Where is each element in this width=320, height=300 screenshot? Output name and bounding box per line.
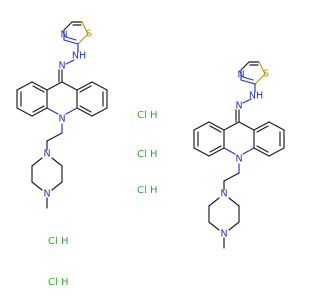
- hydrazine-nitrogen: NH: [249, 91, 263, 102]
- bond: [91, 81, 108, 91]
- bond: [63, 39, 79, 45]
- nitrogen-atom: N: [60, 30, 67, 41]
- bond: [242, 98, 252, 104]
- imine-nitrogen: N: [58, 61, 65, 72]
- bond: [61, 81, 78, 91]
- bond: [79, 85, 92, 93]
- bond: [65, 59, 75, 65]
- bond: [238, 121, 255, 131]
- bond: [240, 61, 250, 71]
- bond: [91, 107, 108, 117]
- bond: [228, 197, 240, 207]
- hydrazine-nitrogen: NH: [72, 51, 86, 62]
- bond: [77, 33, 89, 45]
- piperazine-ring-right: [208, 197, 240, 249]
- sulfur-atom: S: [263, 69, 269, 80]
- bond: [46, 132, 63, 142]
- bond: [46, 107, 59, 115]
- bond: [254, 73, 266, 85]
- bond: [268, 121, 285, 131]
- piperazine-ring-left: [31, 157, 63, 209]
- bond: [76, 81, 93, 91]
- bond: [32, 105, 45, 113]
- bond: [268, 147, 285, 157]
- sulfur-atom: S: [86, 29, 92, 40]
- bond: [193, 147, 210, 157]
- acridine-core-right: [193, 121, 285, 157]
- piperazine-nitrogen: N: [43, 149, 50, 160]
- acridine-nitrogen: N: [235, 154, 242, 165]
- bond: [31, 81, 48, 91]
- bond: [16, 81, 33, 91]
- piperazine-nitrogen: N: [43, 189, 50, 200]
- acridine-core-left: [16, 81, 108, 117]
- bond: [256, 145, 269, 153]
- bond: [223, 121, 240, 131]
- bond: [253, 147, 270, 157]
- bond: [209, 125, 222, 133]
- molecule-right: [193, 61, 285, 249]
- bond: [223, 147, 236, 155]
- bond: [63, 21, 73, 31]
- bond: [51, 157, 63, 167]
- bond: [228, 221, 240, 231]
- hcl-salt-4: Cl H: [48, 236, 68, 247]
- bond: [240, 79, 256, 85]
- bond: [16, 107, 33, 117]
- bond: [193, 121, 210, 131]
- bond: [76, 107, 93, 117]
- hcl-salt-5: Cl H: [48, 277, 68, 288]
- bond: [65, 36, 77, 41]
- thiazole-ring-left: [63, 21, 89, 45]
- acridine-nitrogen: N: [58, 114, 65, 125]
- molecule-left: [16, 21, 108, 209]
- bond: [31, 107, 48, 117]
- bond: [258, 61, 266, 75]
- hcl-salt-3: Cl H: [137, 185, 157, 196]
- bond: [209, 145, 222, 153]
- bond: [208, 221, 220, 231]
- bond: [79, 105, 92, 113]
- bond: [32, 85, 45, 93]
- bond: [65, 107, 78, 115]
- bond: [253, 121, 270, 131]
- bond: [208, 147, 225, 157]
- bond: [242, 76, 254, 81]
- bond: [208, 121, 225, 131]
- bond: [242, 147, 255, 155]
- piperazine-nitrogen: N: [220, 189, 227, 200]
- imine-nitrogen: N: [235, 101, 242, 112]
- thiazole-ring-right: [240, 61, 266, 85]
- bond: [223, 172, 240, 182]
- bond: [51, 181, 63, 191]
- molecule-drawing: N S NH N N N N N S NH N N N N Cl H Cl H …: [16, 21, 285, 288]
- nitrogen-atom: N: [237, 70, 244, 81]
- bond: [208, 197, 220, 207]
- structure-canvas: N S NH N N N N N S NH N N N N Cl H Cl H …: [16, 21, 285, 288]
- bond: [256, 125, 269, 133]
- piperazine-nitrogen: N: [220, 229, 227, 240]
- bond: [31, 181, 43, 191]
- bond: [81, 21, 89, 35]
- bond: [31, 157, 43, 167]
- bond: [46, 81, 63, 91]
- hcl-salt-1: Cl H: [137, 110, 157, 121]
- hcl-salt-2: Cl H: [137, 149, 157, 160]
